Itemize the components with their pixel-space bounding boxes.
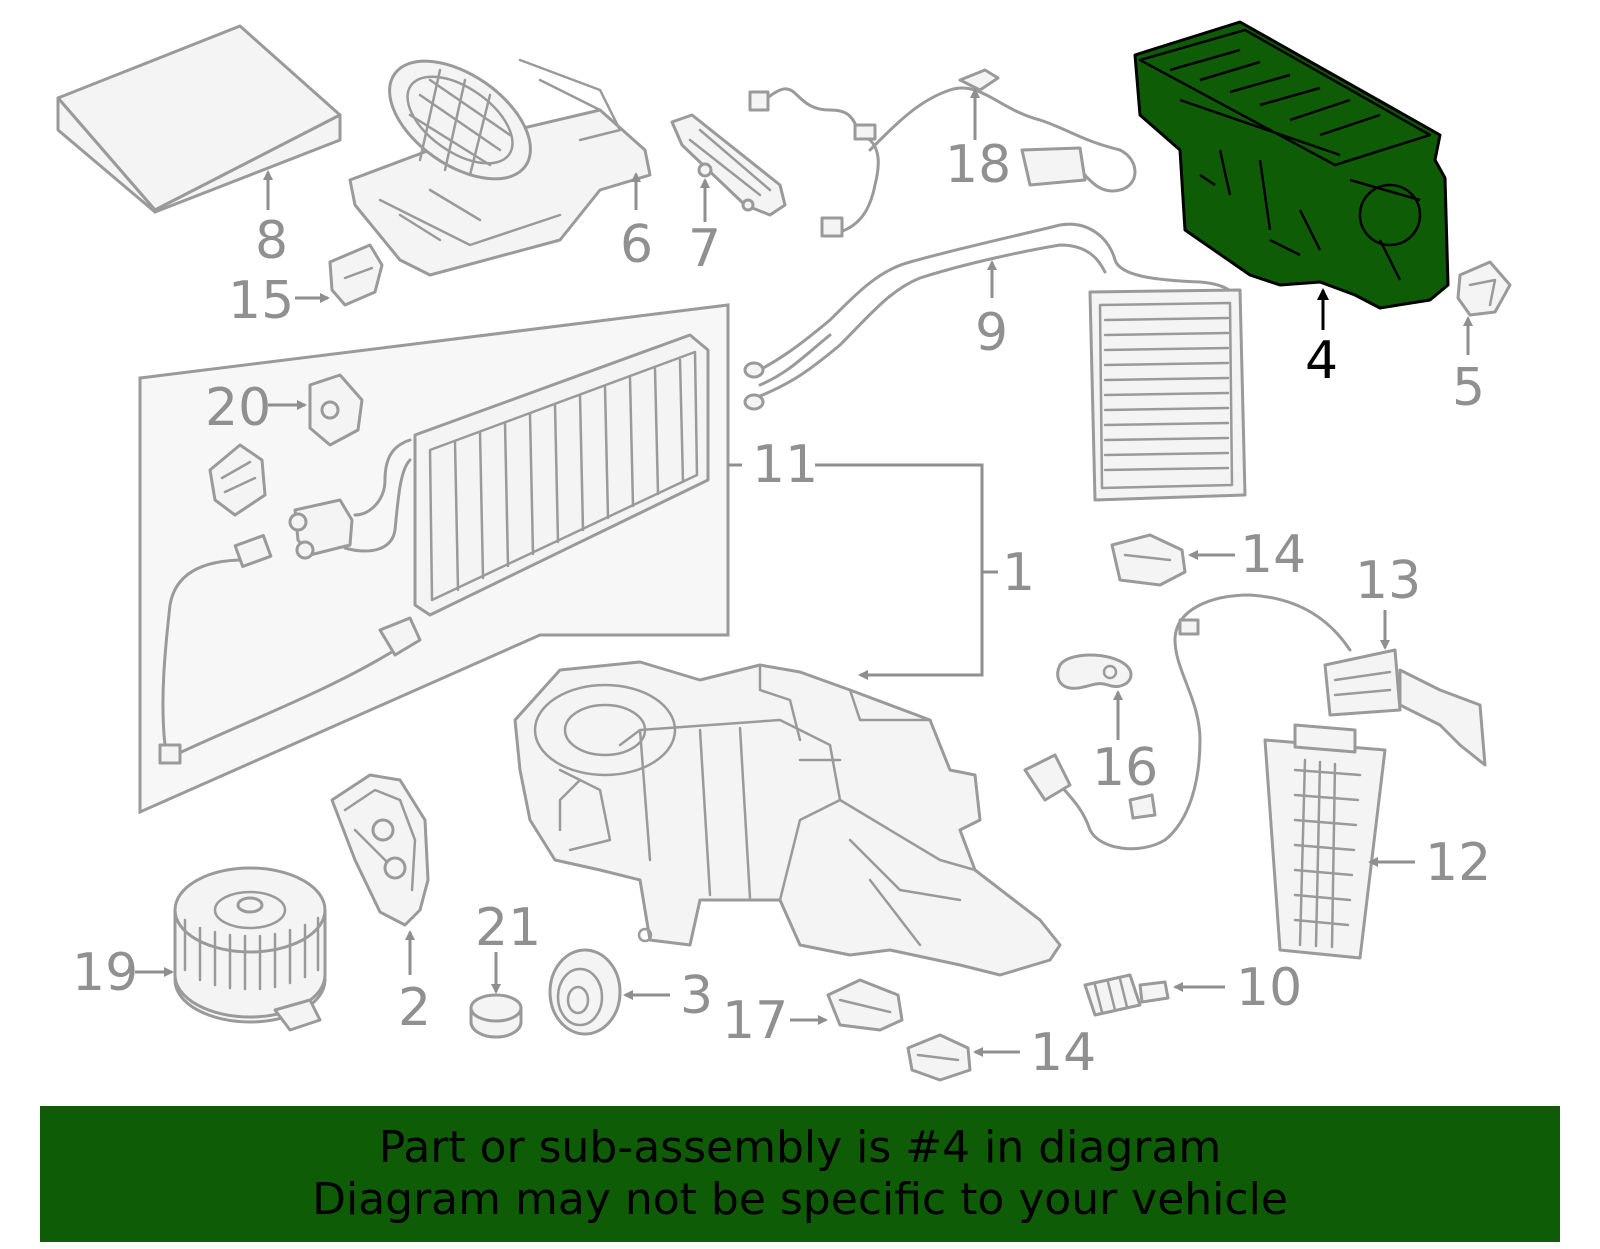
callout-19: 19 (72, 943, 138, 1003)
part-2-vent-door[interactable] (330, 773, 430, 927)
callout-14-lower: 14 (1030, 1023, 1096, 1083)
callout-5: 5 (1452, 358, 1485, 418)
callout-8: 8 (255, 211, 288, 271)
part-18-wiring-harness[interactable] (748, 68, 1137, 238)
part-5-actuator[interactable] (1456, 260, 1512, 317)
part-17-actuator[interactable] (826, 978, 904, 1032)
callout-17: 17 (722, 991, 788, 1051)
callout-3: 3 (680, 966, 713, 1026)
inset-part-11-evaporator-kit (138, 303, 730, 815)
part-12-resistor[interactable] (1263, 723, 1387, 960)
callout-21: 21 (475, 898, 541, 958)
callout-10: 10 (1236, 958, 1302, 1018)
callout-9: 9 (975, 303, 1008, 363)
callout-6: 6 (620, 215, 653, 275)
banner-line-disclaimer: Diagram may not be specific to your vehi… (312, 1174, 1288, 1225)
callout-13: 13 (1355, 551, 1421, 611)
callout-2: 2 (398, 978, 431, 1038)
callout-labels: 8 6 7 18 15 9 4 5 20 11 1 14 13 16 12 21… (72, 135, 1491, 1083)
callout-11: 11 (752, 435, 818, 495)
info-banner: Part or sub-assembly is #4 in diagram Di… (40, 1106, 1560, 1242)
part-6-blower-housing[interactable] (348, 37, 652, 277)
banner-line-part-number: Part or sub-assembly is #4 in diagram (378, 1122, 1222, 1173)
part-19-blower-motor[interactable] (173, 866, 327, 1032)
callout-20: 20 (205, 378, 271, 438)
part-16-seal[interactable] (1056, 653, 1133, 690)
part-8-cabin-filter[interactable] (56, 24, 342, 214)
part-9-heater-core[interactable] (743, 222, 1247, 502)
callout-16: 16 (1092, 738, 1158, 798)
part-14-actuator-upper[interactable] (1110, 533, 1187, 587)
part-7-bracket[interactable] (670, 113, 787, 217)
part-3-cap[interactable] (548, 948, 622, 1036)
part-13-wiring-harness[interactable] (1023, 593, 1487, 851)
callout-12: 12 (1425, 833, 1491, 893)
part-1-hvac-case[interactable] (513, 660, 1062, 977)
callout-7: 7 (688, 219, 721, 279)
part-4-heater-housing[interactable] (1133, 20, 1450, 310)
leader-lines (135, 88, 1473, 1057)
part-15-clip[interactable] (328, 243, 384, 307)
callout-1: 1 (1002, 543, 1035, 603)
callout-4: 4 (1305, 331, 1338, 391)
callout-14-upper: 14 (1240, 525, 1306, 585)
callout-15: 15 (228, 271, 294, 331)
callout-18: 18 (945, 135, 1011, 195)
part-14-actuator-lower[interactable] (906, 1033, 972, 1082)
part-21-bushing[interactable] (469, 993, 523, 1039)
part-10-sensor[interactable] (1083, 973, 1170, 1017)
